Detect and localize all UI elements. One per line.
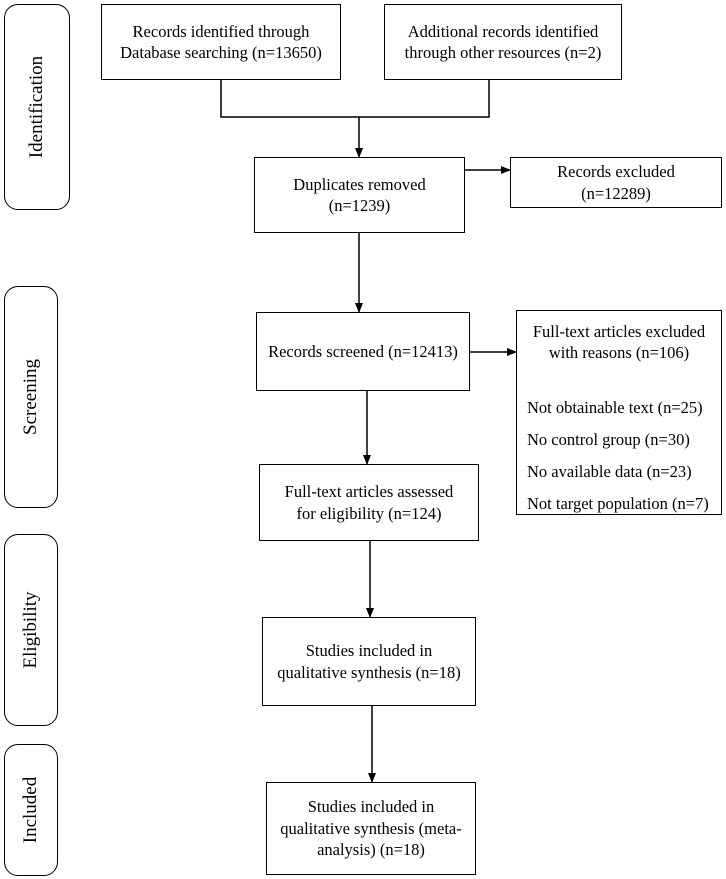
box-database-records: Records identified through Database sear… — [101, 4, 341, 80]
box-records-excluded: Records excluded (n=12289) — [510, 157, 722, 208]
box-other-records: Additional records identified through ot… — [384, 4, 622, 80]
box-meta-analysis: Studies included in qualitative synthesi… — [266, 782, 476, 875]
stage-screening: Screening — [4, 286, 58, 508]
box-fulltext-excluded: Full-text articles excluded with reasons… — [516, 310, 722, 515]
stage-eligibility: Eligibility — [4, 534, 58, 726]
box-fulltext-assessed: Full-text articles assessed for eligibil… — [259, 464, 479, 541]
merge-line — [220, 80, 490, 118]
stage-identification: Identification — [4, 4, 70, 210]
box-records-screened: Records screened (n=12413) — [256, 312, 470, 391]
reason-item: Not target population (n=7) — [527, 494, 709, 513]
reason-item: No control group (n=30) — [527, 430, 690, 449]
box-duplicates-removed: Duplicates removed (n=1239) — [254, 157, 465, 233]
reason-item: Not obtainable text (n=25) — [527, 398, 703, 417]
fulltext-excluded-header: Full-text articles excluded with reasons… — [532, 322, 706, 363]
box-qualitative-synthesis: Studies included in qualitative synthesi… — [262, 617, 476, 706]
reason-item: No available data (n=23) — [527, 462, 692, 481]
stage-included: Included — [4, 744, 58, 876]
